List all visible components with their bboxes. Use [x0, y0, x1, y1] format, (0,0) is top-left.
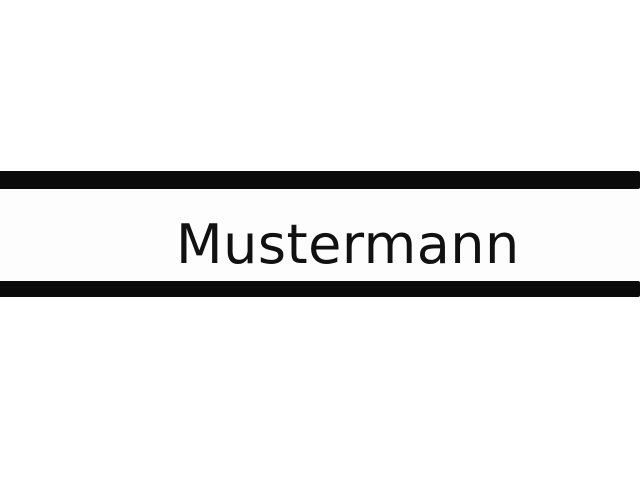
name-label: Mustermann [176, 213, 520, 276]
bottom-rail [0, 281, 640, 297]
name-insert: Mustermann [0, 189, 640, 281]
top-rail [0, 171, 640, 189]
nameplate: Mustermann [0, 171, 640, 297]
